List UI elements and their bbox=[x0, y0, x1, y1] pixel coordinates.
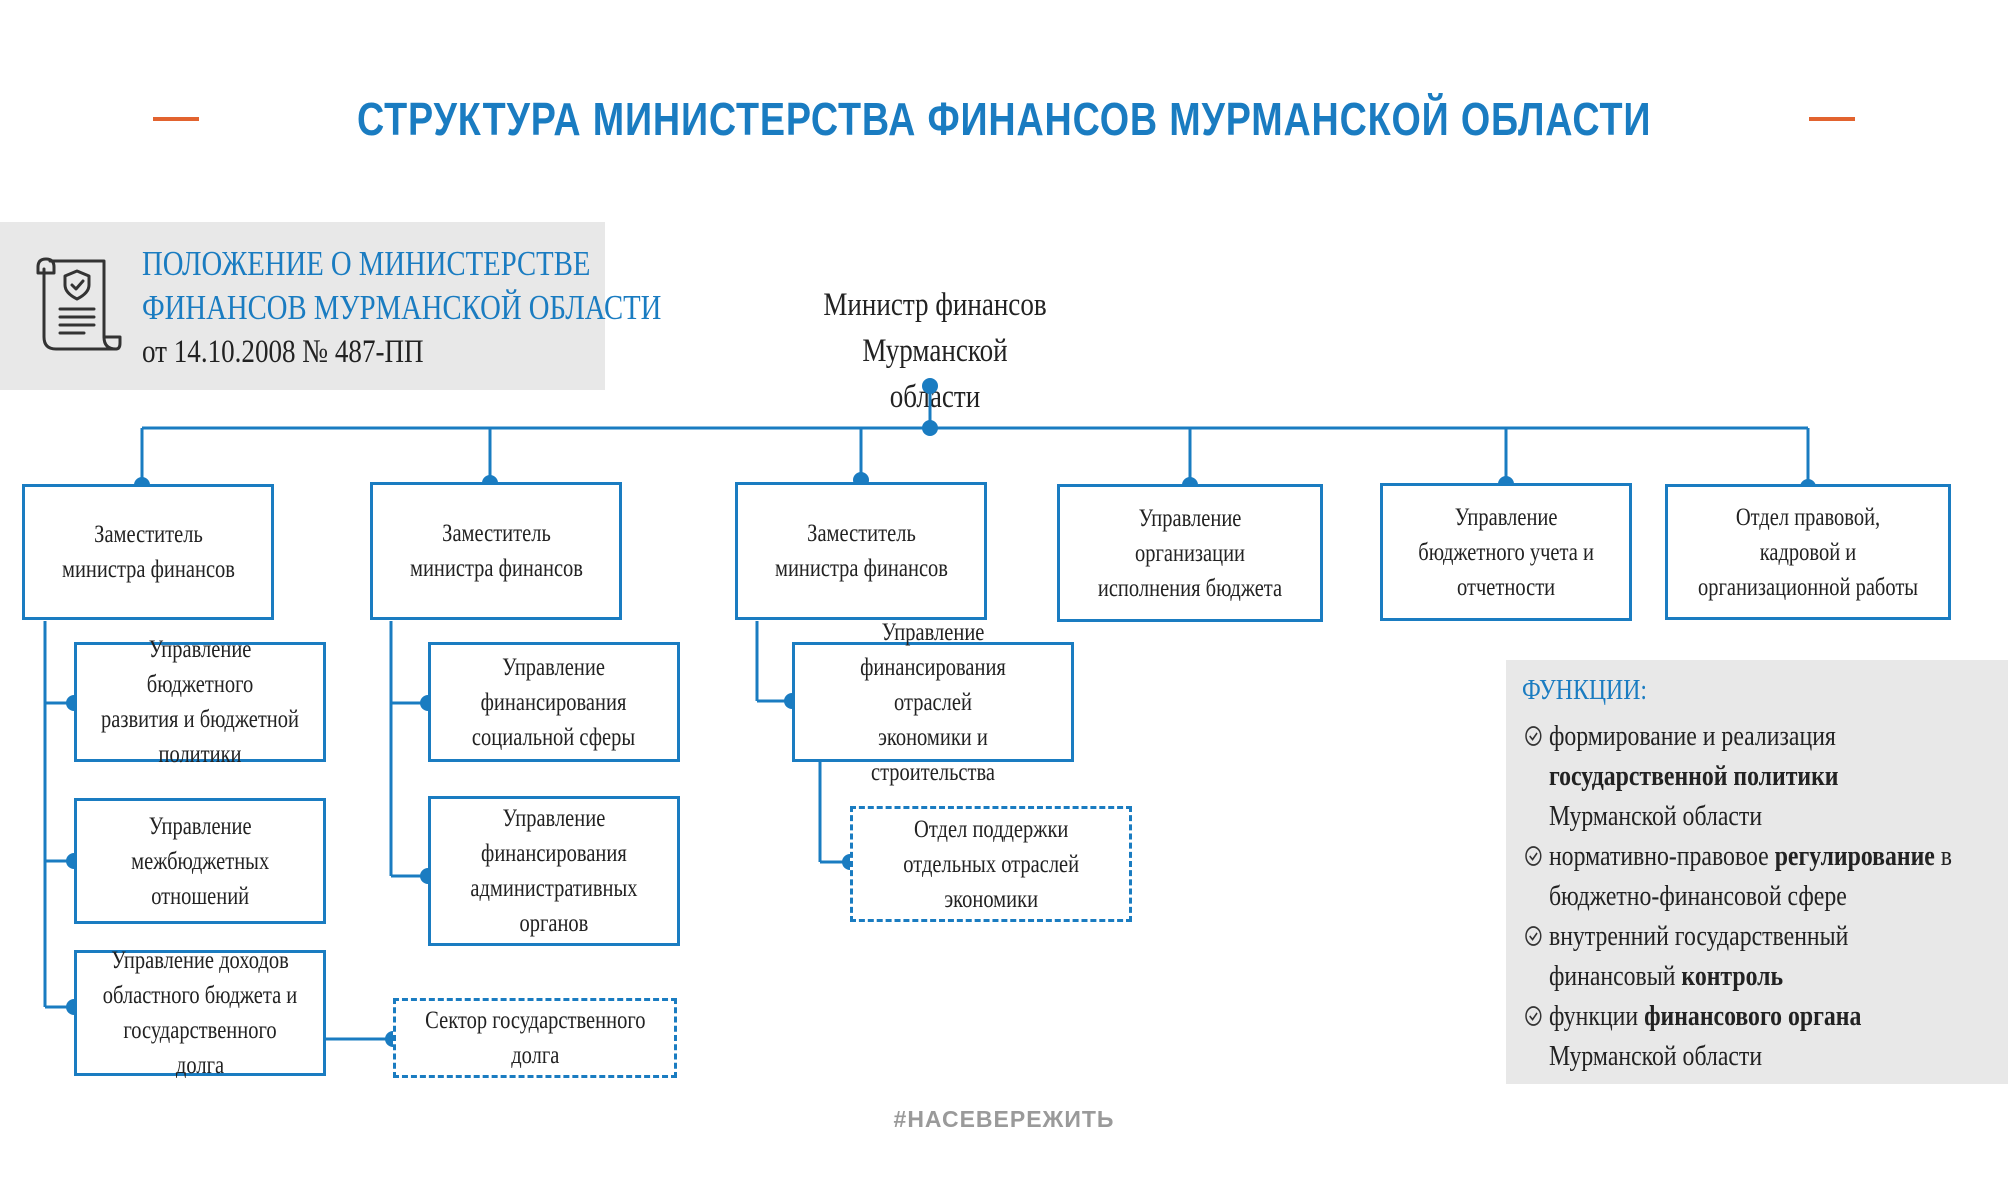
function-2-line2: бюджетно-финансовой сфере bbox=[1548, 880, 1847, 912]
legal-hr-dept-label: Отдел правовой, кадровой и организационн… bbox=[1697, 503, 1919, 601]
page-title: СТРУКТУРА МИНИСТЕРСТВА ФИНАНСОВ МУРМАНСК… bbox=[356, 93, 1652, 145]
budget-development-dept-label: Управление бюджетного развития и бюджетн… bbox=[101, 636, 299, 768]
deputy-minister-1-box: Заместитель министра финансов bbox=[22, 484, 274, 620]
economy-construction-financing-dept-label: Управление финансирования отраслей эконо… bbox=[860, 618, 1006, 786]
admin-bodies-financing-dept-box: Управление финансирования административн… bbox=[428, 796, 680, 946]
regulation-title-line2: ФИНАНСОВ МУРМАНСКОЙ ОБЛАСТИ bbox=[142, 288, 662, 327]
function-1-line1: формирование и реализация bbox=[1548, 720, 1836, 752]
function-3-line1: внутренний государственный bbox=[1548, 920, 1849, 952]
check-circle-icon bbox=[1525, 1006, 1542, 1026]
regulation-panel bbox=[0, 222, 605, 390]
deputy-minister-2-box: Заместитель министра финансов bbox=[370, 482, 622, 620]
minister-line2: Мурманской области bbox=[862, 333, 1008, 415]
check-circle-icon bbox=[1525, 926, 1542, 946]
function-3-line2-pre: финансовый bbox=[1548, 960, 1682, 992]
document-shield-icon bbox=[36, 257, 122, 351]
hashtag-footer: #НАСЕВЕРЕЖИТЬ bbox=[893, 1106, 1115, 1132]
budget-execution-dept-label: Управление организации исполнения бюджет… bbox=[1097, 504, 1283, 602]
functions-title: ФУНКЦИИ: bbox=[1522, 674, 1647, 706]
budget-development-dept-box: Управление бюджетного развития и бюджетн… bbox=[74, 636, 326, 768]
regulation-text: ПОЛОЖЕНИЕ О МИНИСТЕРСТВЕ ФИНАНСОВ МУРМАН… bbox=[142, 242, 661, 374]
function-item-4: функции финансового органа Мурманской об… bbox=[1525, 996, 1862, 1076]
function-3-line2-bold: контроль bbox=[1681, 960, 1784, 992]
public-debt-sector-box: Сектор государственного долга bbox=[393, 998, 677, 1078]
functions-panel bbox=[1506, 660, 2008, 1084]
deputy-minister-3-label: Заместитель министра финансов bbox=[774, 520, 948, 582]
title-dash-left bbox=[152, 117, 199, 121]
admin-bodies-financing-dept-label: Управление финансирования административн… bbox=[470, 805, 638, 937]
page-title-row: СТРУКТУРА МИНИСТЕРСТВА ФИНАНСОВ МУРМАНСК… bbox=[0, 92, 2008, 146]
minister-line1: Министр финансов bbox=[823, 287, 1047, 323]
deputy-minister-2-label: Заместитель министра финансов bbox=[409, 520, 583, 582]
function-item-1: формирование и реализация государственно… bbox=[1525, 716, 1839, 836]
function-2-line1-pre: нормативно-правовое bbox=[1548, 840, 1775, 872]
social-sphere-financing-dept-label: Управление финансирования социальной сфе… bbox=[472, 653, 636, 751]
function-4-line1-bold: финансового органа bbox=[1644, 1000, 1862, 1032]
function-item-2: нормативно-правовое регулирование в бюдж… bbox=[1525, 836, 1953, 916]
budget-accounting-dept-box: Управление бюджетного учета и отчетности bbox=[1380, 483, 1632, 621]
function-4-line2: Мурманской области bbox=[1548, 1040, 1763, 1072]
function-1-line2-bold: государственной политики bbox=[1548, 760, 1839, 792]
interbudget-relations-dept-label: Управление межбюджетных отношений bbox=[130, 812, 270, 910]
interbudget-relations-dept-box: Управление межбюджетных отношений bbox=[74, 798, 326, 924]
function-2-line1-post: в bbox=[1934, 840, 1953, 872]
legal-hr-dept-box: Отдел правовой, кадровой и организационн… bbox=[1665, 484, 1951, 620]
budget-revenue-debt-dept-box: Управление доходов областного бюджета и … bbox=[74, 947, 326, 1079]
check-circle-icon bbox=[1525, 726, 1542, 746]
economy-sectors-support-dept-label: Отдел поддержки отдельных отраслей эконо… bbox=[903, 815, 1079, 913]
budget-revenue-debt-dept-label: Управление доходов областного бюджета и … bbox=[102, 947, 298, 1079]
function-item-3: внутренний государственный финансовый ко… bbox=[1525, 916, 1849, 996]
deputy-minister-1-label: Заместитель министра финансов bbox=[61, 521, 235, 583]
regulation-title-line1: ПОЛОЖЕНИЕ О МИНИСТЕРСТВЕ bbox=[142, 244, 591, 283]
economy-sectors-support-dept-box: Отдел поддержки отдельных отраслей эконо… bbox=[850, 806, 1132, 922]
budget-execution-dept-box: Управление организации исполнения бюджет… bbox=[1057, 484, 1323, 622]
social-sphere-financing-dept-box: Управление финансирования социальной сфе… bbox=[428, 642, 680, 762]
title-dash-right bbox=[1809, 117, 1856, 121]
minister-title: Министр финансов Мурманской области bbox=[820, 282, 1050, 420]
budget-accounting-dept-label: Управление бюджетного учета и отчетности bbox=[1418, 503, 1594, 601]
function-2-line1-bold: регулирование bbox=[1774, 840, 1935, 872]
public-debt-sector-label: Сектор государственного долга bbox=[424, 1007, 646, 1069]
deputy-minister-3-box: Заместитель министра финансов bbox=[735, 482, 987, 620]
economy-construction-financing-dept-box: Управление финансирования отраслей эконо… bbox=[792, 619, 1074, 786]
function-4-line1-pre: функции bbox=[1548, 1000, 1645, 1032]
regulation-date: от 14.10.2008 № 487-ПП bbox=[142, 334, 424, 370]
function-1-line3: Мурманской области bbox=[1548, 800, 1763, 832]
check-circle-icon bbox=[1525, 846, 1542, 866]
